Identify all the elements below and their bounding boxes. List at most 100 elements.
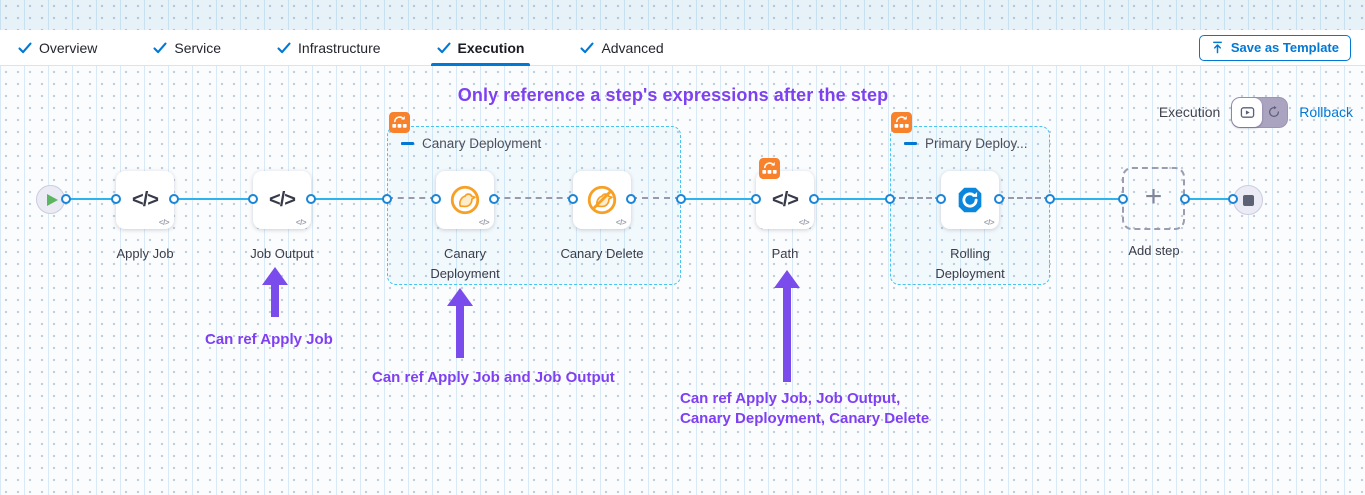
step-group-primary-deployment[interactable]: Primary Deploy... xyxy=(890,126,1050,285)
step-canary-deployment[interactable]: </> xyxy=(436,171,494,229)
step-label-path: Path xyxy=(771,246,799,261)
execution-rollback-toggle[interactable] xyxy=(1231,96,1289,128)
connector-dot[interactable] xyxy=(1045,194,1055,204)
active-tab-underline xyxy=(430,62,531,66)
tab-execution[interactable]: Execution xyxy=(430,30,531,66)
step-apply-job[interactable]: </> </> xyxy=(116,171,174,229)
collapse-minus-icon[interactable] xyxy=(904,142,917,145)
connector-dot[interactable] xyxy=(676,194,686,204)
rollback-link[interactable]: Rollback xyxy=(1299,104,1353,120)
save-as-template-label: Save as Template xyxy=(1230,40,1339,55)
connector-dot[interactable] xyxy=(751,194,761,204)
mini-code-icon: </> xyxy=(295,218,307,227)
annotation-arrow-up-icon xyxy=(262,267,288,317)
connector-dot[interactable] xyxy=(568,194,578,204)
execution-toggle-segment[interactable] xyxy=(1232,97,1263,127)
group-title: Primary Deploy... xyxy=(925,136,1028,151)
connector-line-dashed xyxy=(494,197,573,199)
connector-dot[interactable] xyxy=(431,194,441,204)
upload-icon xyxy=(1211,41,1224,54)
connector-line-dashed xyxy=(999,197,1050,199)
annotation-arrow-up-icon xyxy=(774,270,800,382)
tab-label: Infrastructure xyxy=(298,39,381,56)
step-path[interactable]: </> </> xyxy=(756,171,814,229)
check-icon xyxy=(153,42,167,54)
mini-code-icon: </> xyxy=(615,218,627,227)
execution-mode-label: Execution xyxy=(1158,104,1221,120)
connector-dot[interactable] xyxy=(936,194,946,204)
code-icon: </> xyxy=(772,188,799,211)
rollback-steps-badge-icon[interactable] xyxy=(759,158,780,179)
tab-infrastructure[interactable]: Infrastructure xyxy=(277,30,381,66)
pipeline-canvas[interactable]: Only reference a step's expressions afte… xyxy=(0,66,1365,495)
tab-service[interactable]: Service xyxy=(153,30,221,66)
collapse-minus-icon[interactable] xyxy=(401,142,414,145)
rolling-deployment-icon xyxy=(958,187,982,213)
step-job-output[interactable]: </> </> xyxy=(253,171,311,229)
canary-delete-icon xyxy=(587,185,617,215)
connector-dot[interactable] xyxy=(489,194,499,204)
save-as-template-button[interactable]: Save as Template xyxy=(1198,34,1351,61)
connector-dot[interactable] xyxy=(626,194,636,204)
step-label-apply-job: Apply Job xyxy=(116,246,174,261)
connector-line xyxy=(1050,198,1123,200)
connector-line xyxy=(311,198,387,200)
annotation-line-1: Can ref Apply Job, Job Output, xyxy=(680,390,901,407)
check-icon xyxy=(18,42,32,54)
connector-line-dashed xyxy=(890,197,941,199)
tab-label: Service xyxy=(174,39,222,56)
pipeline-end-node[interactable] xyxy=(1233,185,1263,215)
code-icon: </> xyxy=(132,188,159,211)
stop-icon xyxy=(1242,194,1254,206)
mini-code-icon: </> xyxy=(983,218,995,227)
check-icon xyxy=(436,42,451,54)
mini-code-icon: </> xyxy=(158,218,170,227)
connector-line xyxy=(66,198,116,200)
pipeline-start-node[interactable] xyxy=(36,185,65,214)
rollback-steps-badge-icon[interactable] xyxy=(891,112,912,133)
connector-line xyxy=(1185,198,1233,200)
connector-line xyxy=(174,198,253,200)
step-rolling-deployment[interactable]: </> xyxy=(941,171,999,229)
tab-label: Advanced xyxy=(601,39,664,56)
annotation-can-ref-1: Can ref Apply Job xyxy=(205,331,333,348)
annotation-arrow-up-icon xyxy=(447,288,473,358)
tab-advanced[interactable]: Advanced xyxy=(580,30,664,66)
connector-dot[interactable] xyxy=(1228,194,1238,204)
connector-dot[interactable] xyxy=(248,194,258,204)
step-group-canary-deployment[interactable]: Canary Deployment xyxy=(387,126,681,285)
group-header[interactable]: Canary Deployment xyxy=(401,136,541,151)
annotation-title: Only reference a step's expressions afte… xyxy=(457,85,889,105)
play-icon xyxy=(46,193,58,206)
add-step-button[interactable]: + xyxy=(1122,167,1185,230)
connector-dot[interactable] xyxy=(1180,194,1190,204)
connector-dot[interactable] xyxy=(111,194,121,204)
step-canary-delete[interactable]: </> xyxy=(573,171,631,229)
group-header[interactable]: Primary Deploy... xyxy=(904,136,1028,151)
check-icon xyxy=(580,42,594,54)
step-label-canary-deployment: Canary Deployment xyxy=(430,246,500,281)
connector-dot[interactable] xyxy=(169,194,179,204)
connector-dot[interactable] xyxy=(61,194,71,204)
connector-dot[interactable] xyxy=(306,194,316,204)
code-icon: </> xyxy=(269,188,296,211)
plus-icon: + xyxy=(1144,180,1163,213)
connector-dot[interactable] xyxy=(885,194,895,204)
rollback-toggle-segment[interactable] xyxy=(1260,98,1287,127)
stage-tabbar: Overview Service Infrastructure Executio… xyxy=(0,30,1365,66)
connector-dot[interactable] xyxy=(994,194,1004,204)
annotation-line-2: Canary Deployment, Canary Delete xyxy=(680,409,930,427)
connector-dot[interactable] xyxy=(382,194,392,204)
mini-code-icon: </> xyxy=(798,218,810,227)
annotation-can-ref-3: Can ref Apply Job, Job Output, Canary De… xyxy=(680,389,929,428)
connector-dot[interactable] xyxy=(1118,194,1128,204)
tab-overview[interactable]: Overview xyxy=(18,30,97,66)
tab-label: Overview xyxy=(39,39,98,56)
execution-rollback-switch: Execution Rollback xyxy=(1159,96,1353,128)
canvas-top-strip xyxy=(0,0,1365,30)
connector-dot[interactable] xyxy=(809,194,819,204)
rollback-steps-badge-icon[interactable] xyxy=(389,112,410,133)
connector-line-dashed xyxy=(387,197,436,199)
step-label-canary-delete: Canary Delete xyxy=(560,246,644,261)
